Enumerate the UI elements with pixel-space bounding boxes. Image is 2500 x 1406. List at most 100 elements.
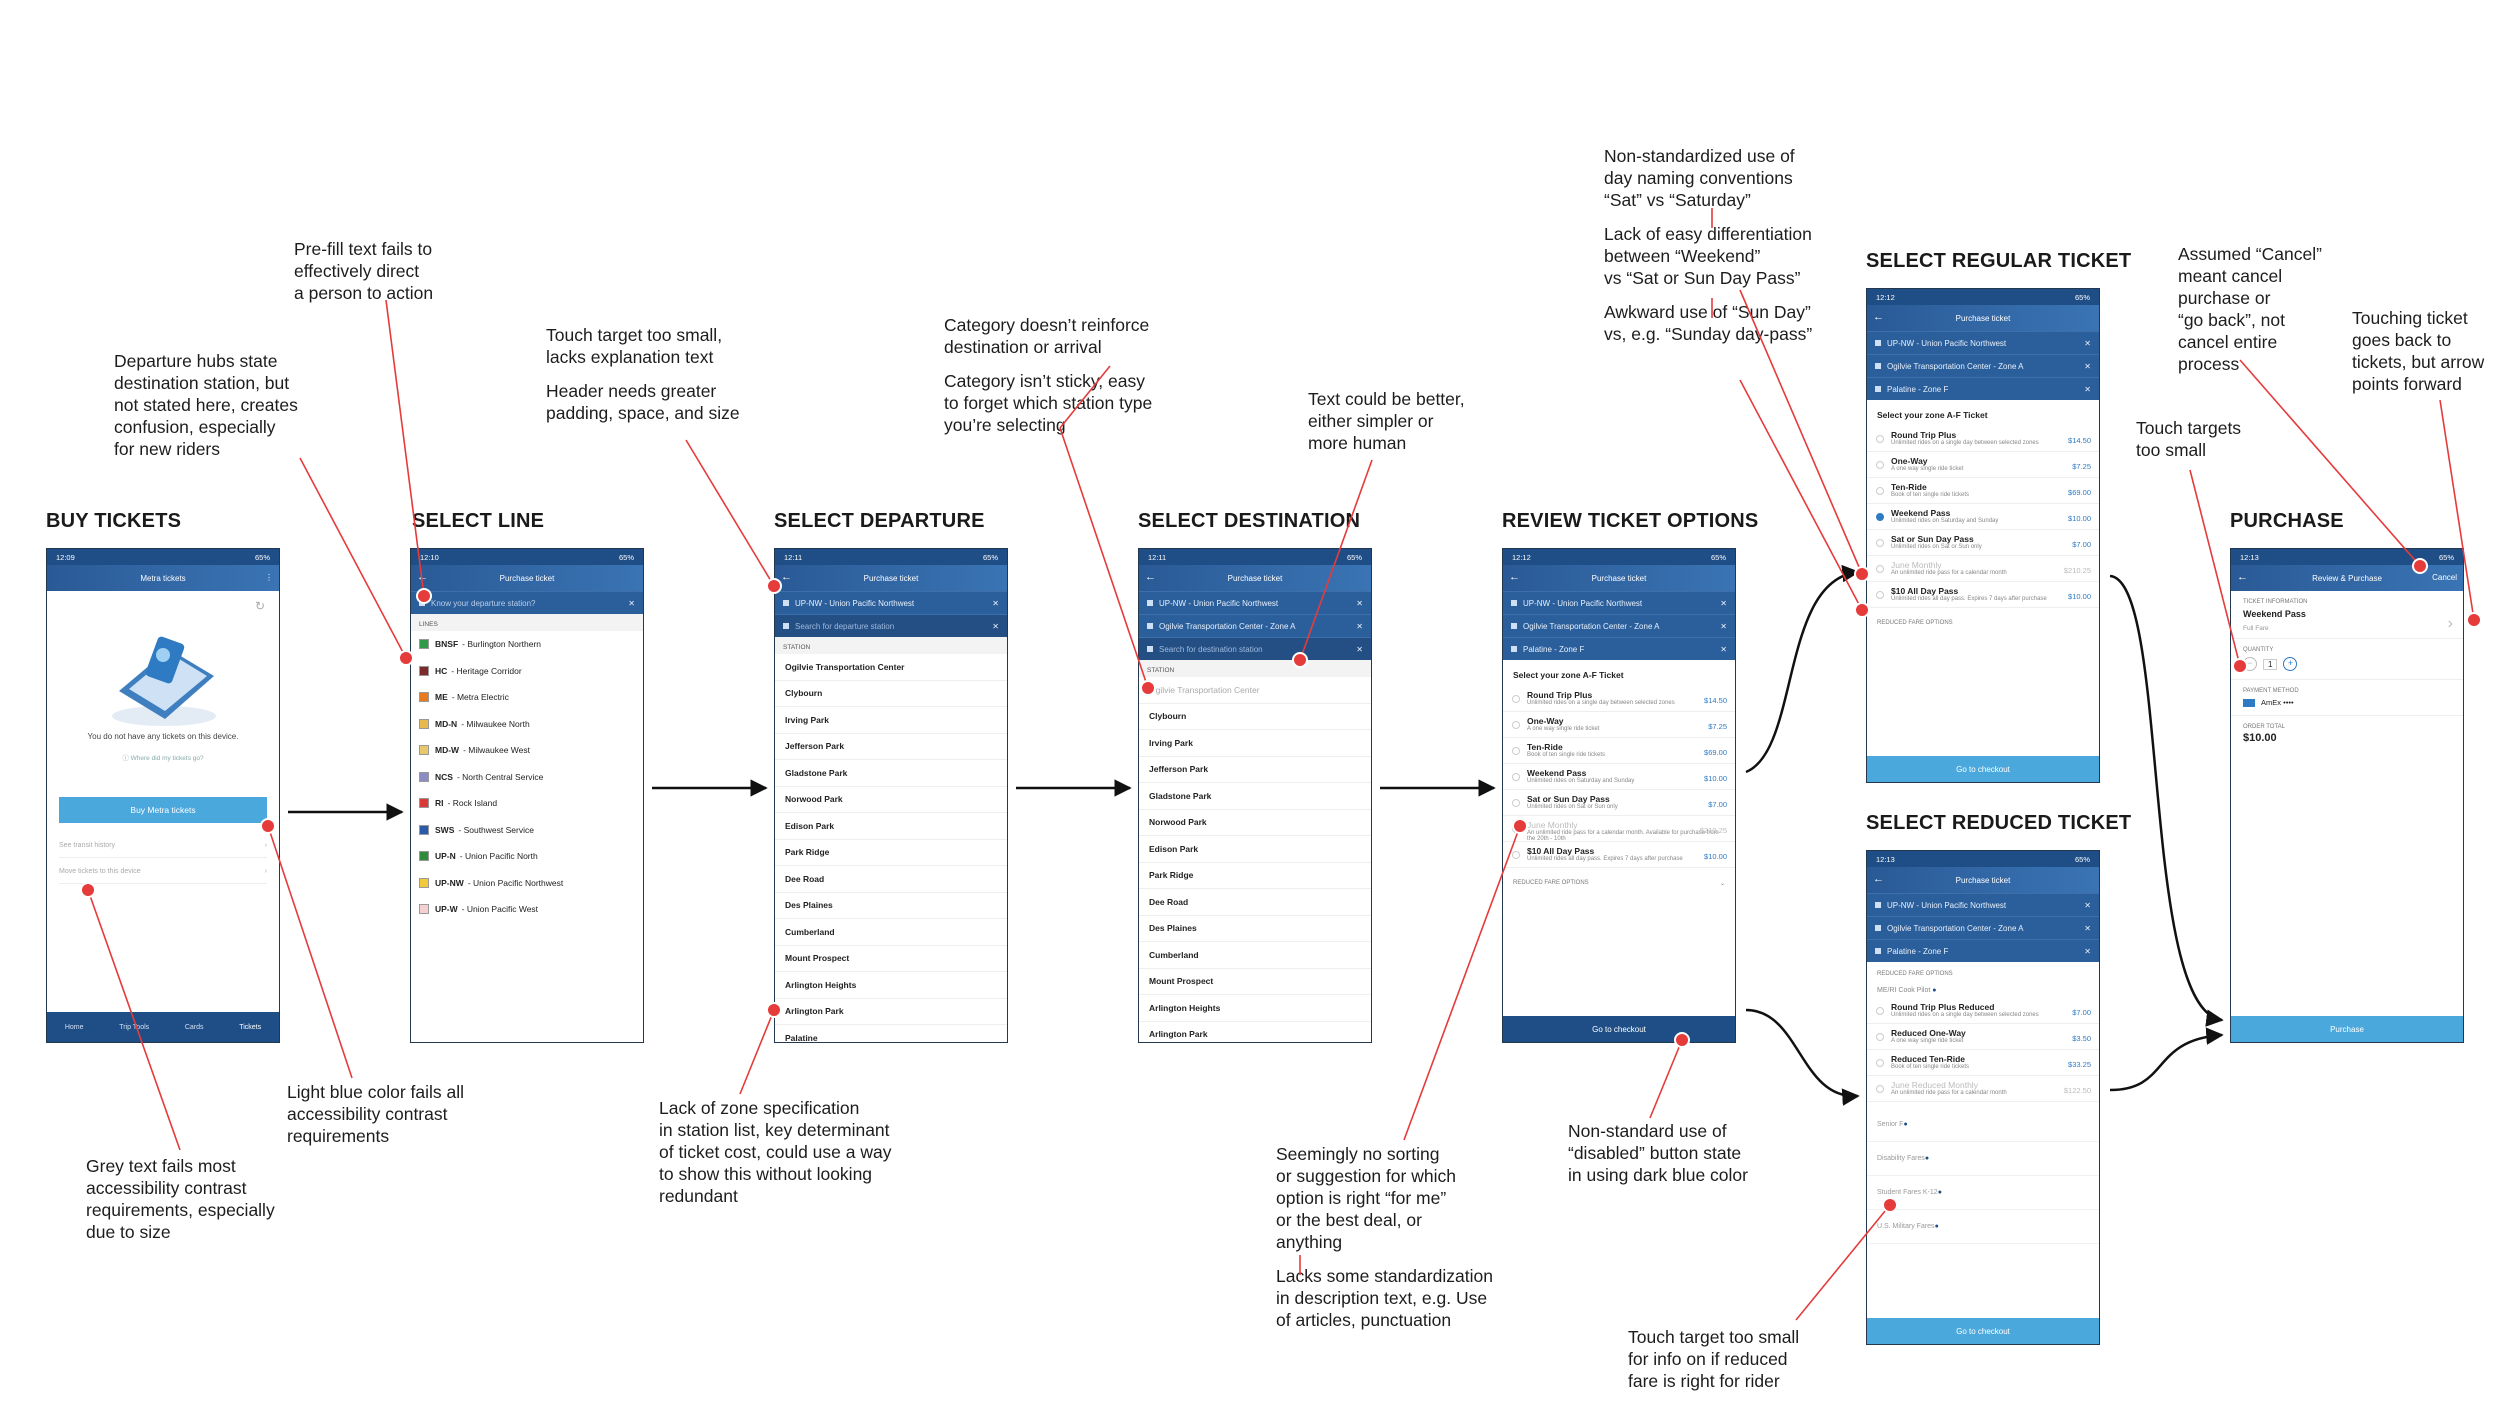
station-item[interactable]: Arlington Heights [1139, 995, 1371, 1022]
info-icon[interactable]: ● [1924, 1155, 1930, 1162]
tab-home[interactable]: Home [64, 1023, 84, 1031]
destination-search-input[interactable]: Search for destination station✕ [1139, 637, 1371, 660]
cook-pilot-group[interactable]: ME/RI Cook Pilot ● [1877, 987, 1937, 994]
buy-metra-tickets-button[interactable]: Buy Metra tickets [59, 797, 267, 823]
quantity-stepper[interactable]: − 1 + [2231, 657, 2463, 680]
info-icon[interactable]: ● [1903, 1121, 1908, 1128]
station-item[interactable]: Park Ridge [1139, 863, 1371, 889]
checkout-button[interactable]: Go to checkout [1867, 1318, 2099, 1344]
line-item[interactable]: ME- Metra Electric [411, 684, 643, 711]
line-item[interactable]: MD-W- Milwaukee West [411, 737, 643, 764]
info-icon[interactable]: ● [1934, 1223, 1939, 1230]
station-item[interactable]: Norwood Park [775, 787, 1007, 813]
back-arrow-icon[interactable]: ← [1145, 571, 1156, 583]
line-item[interactable]: SWS- Southwest Service [411, 817, 643, 844]
station-item[interactable]: Jefferson Park [1139, 757, 1371, 783]
station-item[interactable]: Clybourn [1139, 704, 1371, 730]
station-item[interactable]: Irving Park [775, 707, 1007, 734]
back-arrow-icon[interactable]: ← [1873, 311, 1884, 323]
ticket-info-row[interactable]: Weekend Pass Full Fare › [2231, 607, 2463, 639]
line-field[interactable]: UP-NW - Union Pacific Northwest✕ [1867, 893, 2099, 916]
line-field[interactable]: UP-NW - Union Pacific Northwest✕ [1503, 591, 1735, 614]
plus-icon[interactable]: + [2283, 657, 2298, 671]
back-arrow-icon[interactable]: ← [1509, 571, 1520, 583]
station-item[interactable]: Park Ridge [775, 840, 1007, 866]
close-icon[interactable]: ✕ [2084, 946, 2091, 956]
info-icon[interactable]: ● [1932, 987, 1937, 994]
line-item[interactable]: UP-NW- Union Pacific Northwest [411, 870, 643, 897]
line-item[interactable]: BNSF- Burlington Northern [411, 631, 643, 658]
reduced-fare-header[interactable]: REDUCED FARE OPTIONS [1877, 971, 1953, 977]
close-icon[interactable]: ✕ [2084, 338, 2091, 348]
destination-field[interactable]: Palatine - Zone F✕ [1867, 939, 2099, 962]
departure-field[interactable]: Ogilvie Transportation Center - Zone A✕ [1503, 614, 1735, 637]
close-icon[interactable]: ✕ [1720, 598, 1727, 608]
departure-field[interactable]: Ogilvie Transportation Center - Zone A✕ [1867, 916, 2099, 939]
line-item[interactable]: RI- Rock Island [411, 790, 643, 817]
station-item[interactable]: Gladstone Park [1139, 783, 1371, 810]
close-icon[interactable]: ✕ [1356, 621, 1363, 631]
transit-history-link[interactable]: See transit history› [59, 833, 267, 858]
station-item[interactable]: Norwood Park [1139, 810, 1371, 836]
reduced-fare-toggle[interactable]: REDUCED FARE OPTIONS [1877, 620, 1953, 626]
station-item[interactable]: Edison Park [1139, 836, 1371, 863]
close-icon[interactable]: ✕ [1720, 644, 1727, 654]
close-icon[interactable]: ✕ [628, 598, 635, 608]
checkout-button[interactable]: Go to checkout [1867, 756, 2099, 782]
close-icon[interactable]: ✕ [1356, 598, 1363, 608]
tab-cards[interactable]: Cards [184, 1023, 204, 1031]
departure-search-input[interactable]: Search for departure station✕ [775, 614, 1007, 637]
station-item[interactable]: Cumberland [1139, 942, 1371, 969]
fare-category[interactable]: Student Fares K-12 ● [1867, 1176, 2099, 1210]
destination-field[interactable]: Palatine - Zone F✕ [1503, 637, 1735, 660]
station-item[interactable]: Irving Park [1139, 730, 1371, 757]
close-icon[interactable]: ✕ [992, 621, 999, 631]
line-field[interactable]: UP-NW - Union Pacific Northwest✕ [1139, 591, 1371, 614]
checkout-button[interactable]: Go to checkout [1503, 1016, 1735, 1042]
station-item[interactable]: Clybourn [775, 681, 1007, 707]
move-tickets-link[interactable]: Move tickets to this device› [59, 859, 267, 884]
line-item[interactable]: UP-W- Union Pacific West [411, 896, 643, 923]
close-icon[interactable]: ✕ [2084, 361, 2091, 371]
refresh-icon[interactable]: ↻ [254, 599, 265, 613]
station-item[interactable]: Jefferson Park [775, 734, 1007, 760]
station-item[interactable]: Dee Road [775, 866, 1007, 893]
line-field[interactable]: UP-NW - Union Pacific Northwest✕ [775, 591, 1007, 614]
where-tickets-link[interactable]: ⓘ Where did my tickets go? [122, 755, 204, 762]
station-item[interactable]: Des Plaines [1139, 916, 1371, 942]
fare-category[interactable]: Disability Fares ● [1867, 1142, 2099, 1176]
tab-tickets[interactable]: Tickets [239, 1023, 262, 1031]
close-icon[interactable]: ✕ [2084, 900, 2091, 910]
back-arrow-icon[interactable]: ← [417, 571, 428, 583]
close-icon[interactable]: ✕ [2084, 384, 2091, 394]
line-item[interactable]: NCS- North Central Service [411, 764, 643, 791]
line-item[interactable]: UP-N- Union Pacific North [411, 843, 643, 870]
reduced-fare-toggle[interactable]: REDUCED FARE OPTIONS⌄ [1513, 880, 1725, 887]
station-item[interactable]: Arlington Park [1139, 1022, 1371, 1043]
tab-trip-tools[interactable]: Trip Tools [119, 1023, 150, 1031]
info-icon[interactable]: ● [1937, 1189, 1942, 1196]
back-arrow-icon[interactable]: ← [1873, 873, 1884, 885]
station-item[interactable]: Palatine [775, 1025, 1007, 1042]
purchase-button[interactable]: Purchase [2231, 1016, 2463, 1042]
station-item[interactable]: Gladstone Park [775, 760, 1007, 787]
departure-field[interactable]: Ogilvie Transportation Center - Zone A✕ [1139, 614, 1371, 637]
station-item[interactable]: Arlington Heights [775, 972, 1007, 999]
station-item[interactable]: Mount Prospect [775, 946, 1007, 972]
menu-icon[interactable]: ⋮ [265, 573, 273, 582]
station-item[interactable]: Mount Prospect [1139, 969, 1371, 995]
station-item[interactable]: Edison Park [775, 813, 1007, 840]
